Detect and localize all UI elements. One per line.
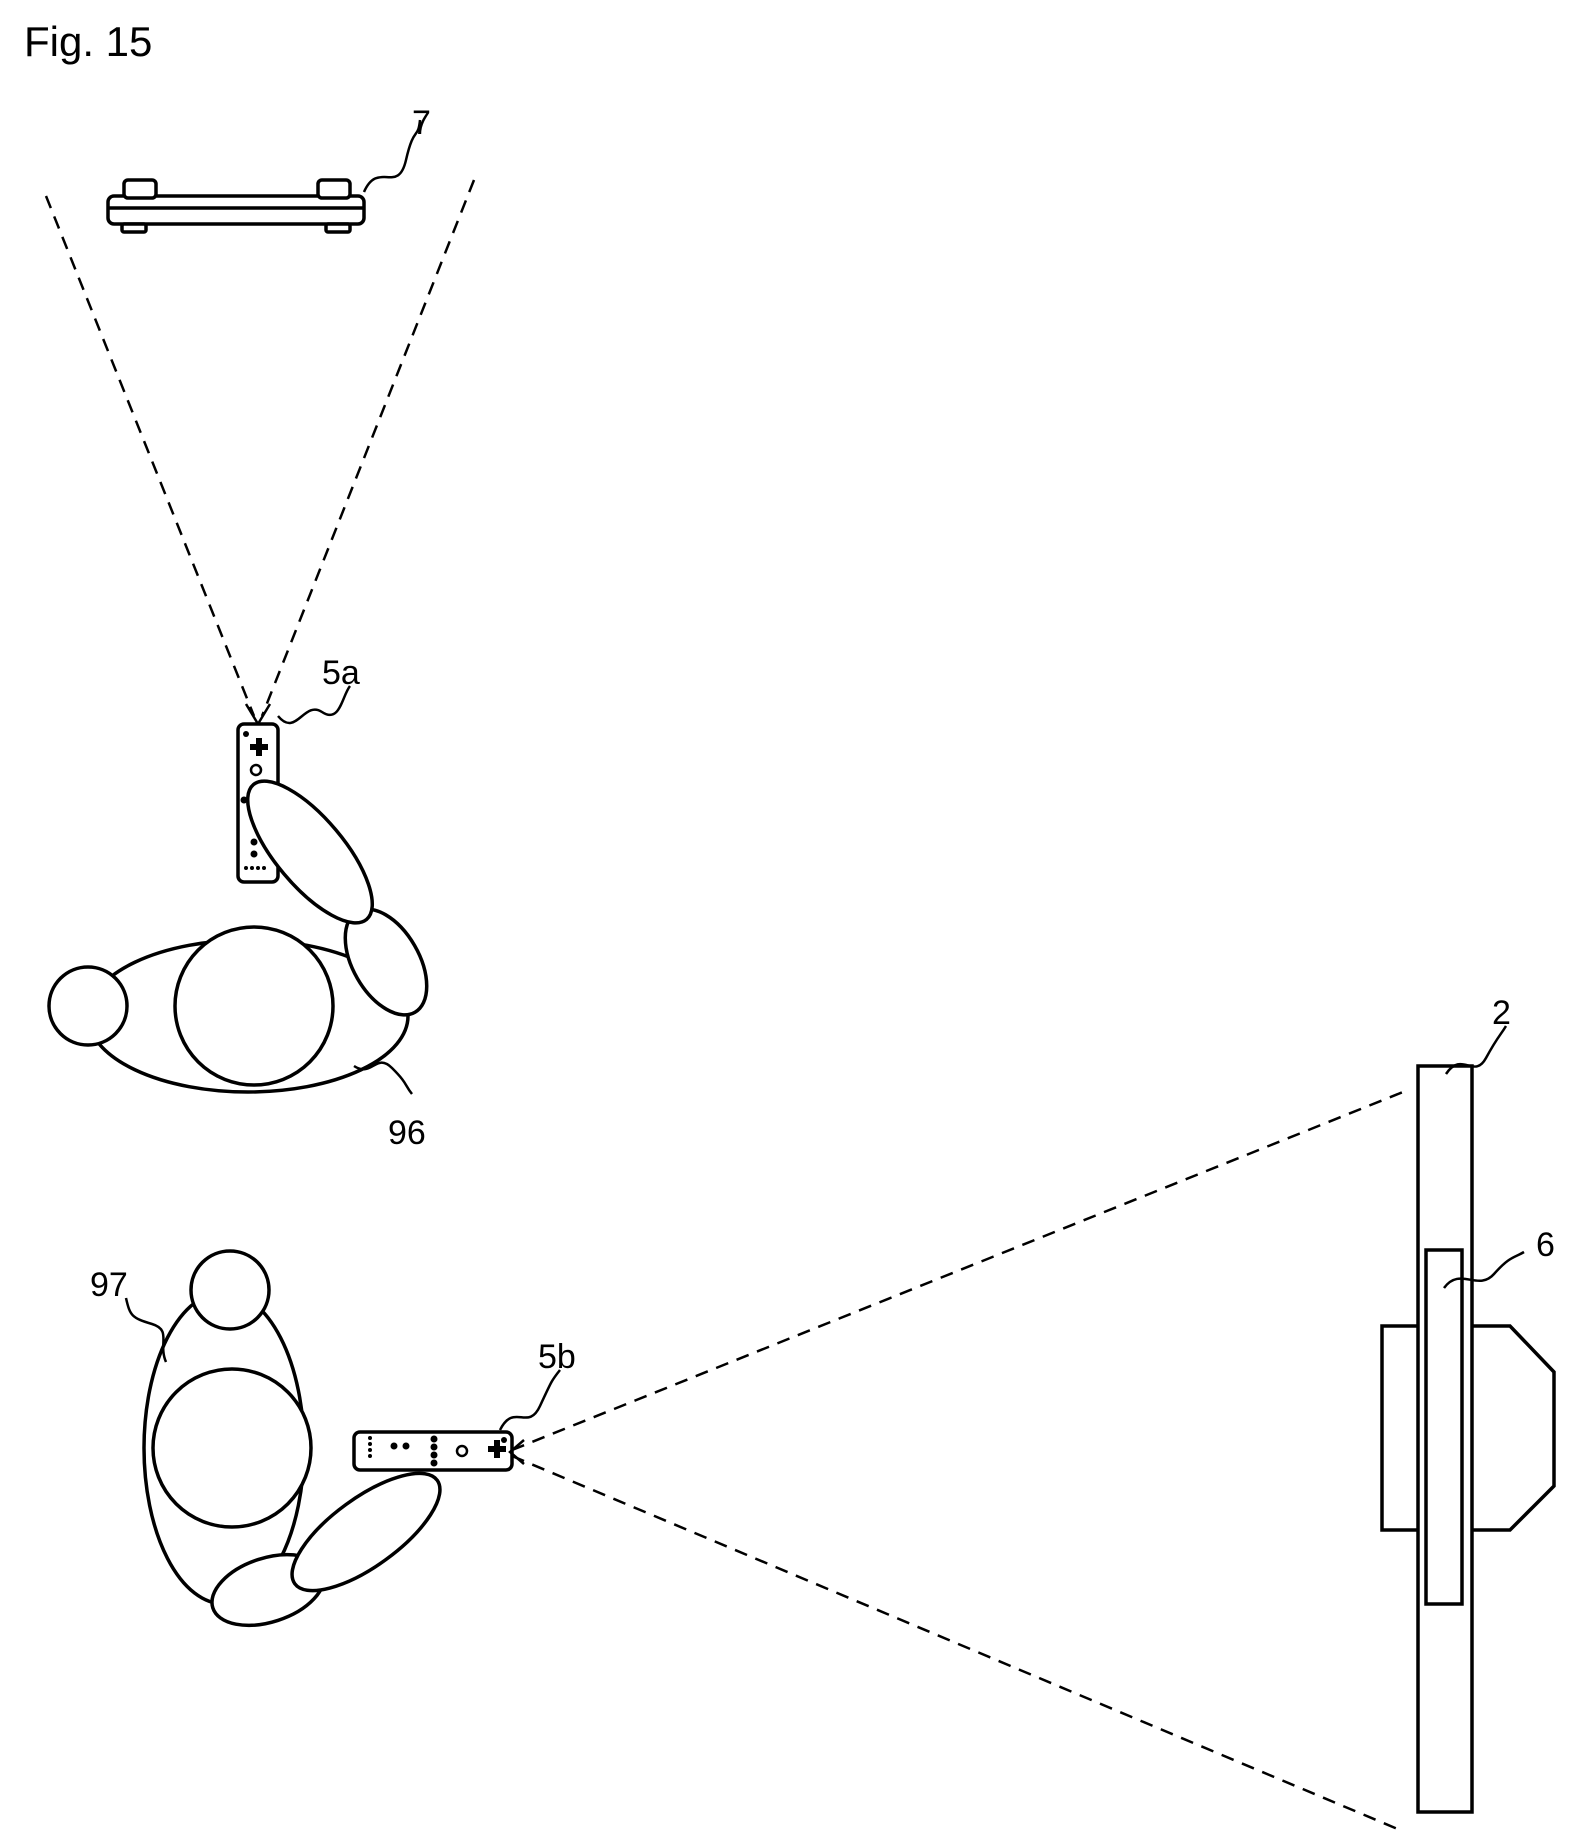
leader-line-television	[1444, 1025, 1508, 1075]
leader-line-marker	[1442, 1250, 1525, 1289]
leader-line-controller-b	[498, 1369, 561, 1431]
leader-line-controller-a	[277, 685, 352, 725]
label-marker: 6	[1536, 1226, 1555, 1264]
controller-5b	[352, 1430, 514, 1472]
board-device	[106, 178, 366, 234]
leader-line-player-a	[353, 1061, 413, 1095]
leader-line-board	[362, 119, 422, 193]
figure-caption: Fig. 15	[24, 18, 152, 65]
label-board: 7	[412, 104, 431, 142]
label-controller-a: 5a	[322, 654, 360, 692]
leader-line-player-b	[124, 1297, 168, 1363]
view-cone-b	[508, 1088, 1409, 1832]
label-player-a: 96	[388, 1114, 426, 1152]
view-cone-a	[44, 179, 476, 727]
player-97	[142, 1249, 442, 1628]
player-96	[47, 779, 429, 1094]
label-television: 2	[1492, 994, 1511, 1032]
label-controller-b: 5b	[538, 1338, 576, 1376]
television	[1380, 1064, 1556, 1814]
label-player-b: 97	[90, 1266, 128, 1304]
